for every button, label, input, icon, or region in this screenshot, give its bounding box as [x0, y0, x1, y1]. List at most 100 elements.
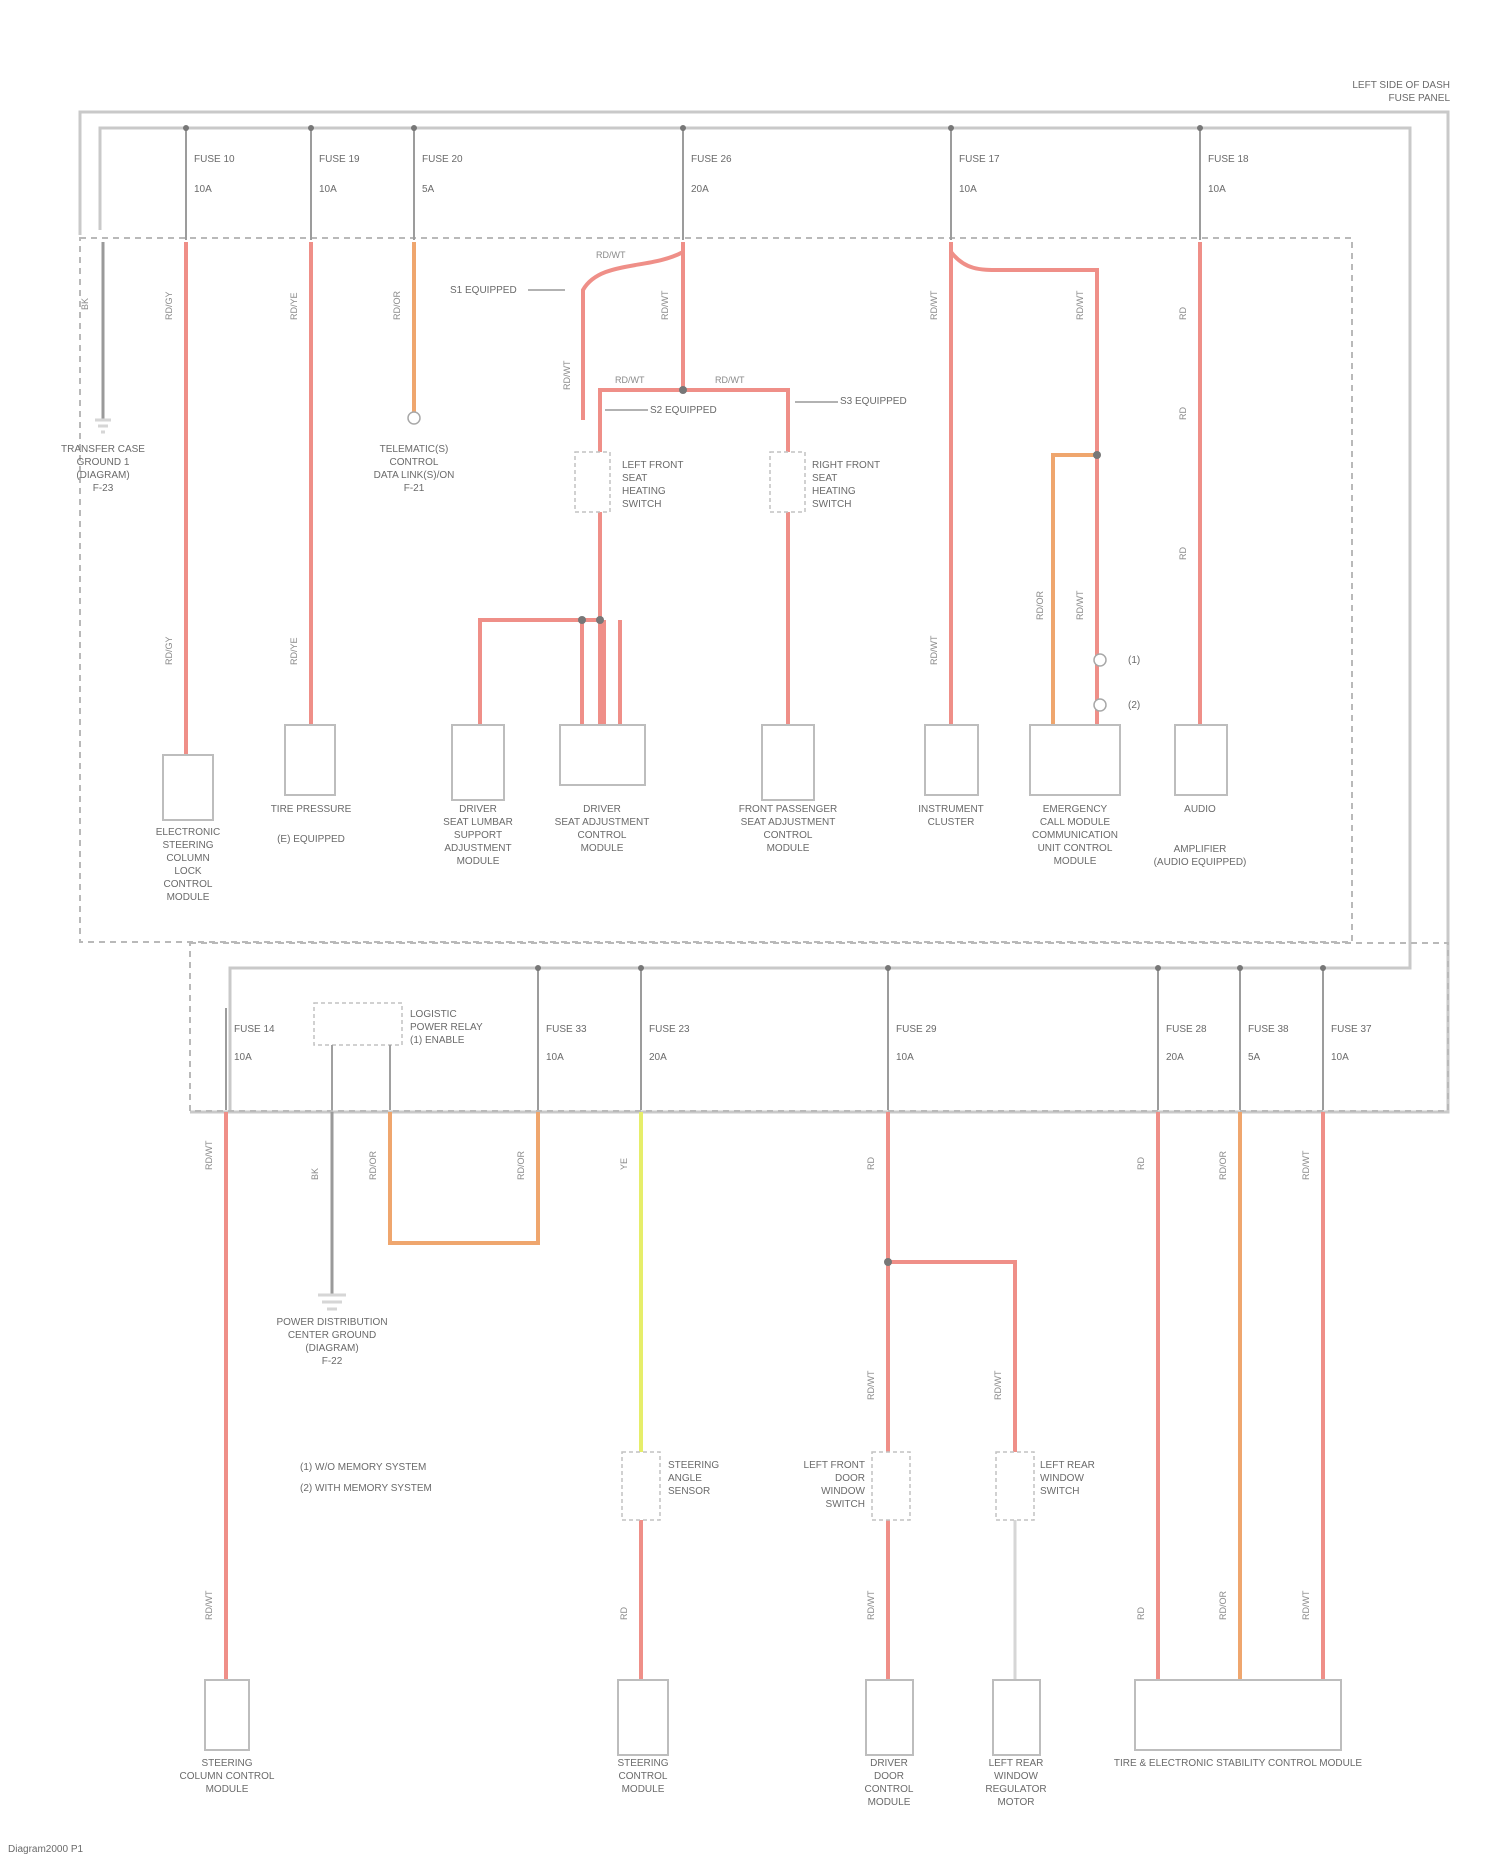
bottom-fuse-2: FUSE 33 10A	[535, 965, 587, 1110]
steering-column-control-module: STEERING COLUMN CONTROL MODULE	[179, 1680, 274, 1795]
wire-color: RD/OR	[1218, 1591, 1228, 1621]
splice-label-s3: S3 EQUIPPED	[840, 396, 907, 407]
component-label: MODULE	[1054, 856, 1097, 867]
wire-color: RD	[1178, 407, 1188, 420]
fuse-rating: 10A	[546, 1052, 564, 1063]
fuse-label: FUSE 26	[691, 154, 732, 165]
component-label: STEERING	[668, 1460, 719, 1471]
fuse-rating: 10A	[896, 1052, 914, 1063]
wire-rear-window	[888, 1262, 1015, 1452]
component-label: F-22	[322, 1356, 343, 1367]
wire-color: RD/WT	[596, 250, 626, 260]
component-label: CONTROL	[764, 830, 813, 841]
component-label: STEERING	[201, 1758, 252, 1769]
left-seat-switch-label: SEAT	[622, 473, 647, 484]
wire-color: RD/OR	[392, 291, 402, 321]
esclm-module: ELECTRONIC STEERING COLUMN LOCK CONTROL …	[156, 755, 220, 903]
component-label: LEFT REAR	[1040, 1460, 1095, 1471]
component-label: (DIAGRAM)	[305, 1343, 358, 1354]
fuse-label: FUSE 18	[1208, 154, 1249, 165]
wire-color: RD/WT	[929, 290, 939, 320]
wire-color: YE	[619, 1158, 629, 1170]
wire-color: BK	[310, 1168, 320, 1180]
component-label: ELECTRONIC	[156, 827, 220, 838]
component-label: MODULE	[868, 1797, 911, 1808]
wire-color: RD	[1178, 307, 1188, 320]
fuse-label: FUSE 17	[959, 154, 1000, 165]
component-label: DRIVER	[459, 804, 497, 815]
legend-item: (1) W/O MEMORY SYSTEM	[300, 1462, 426, 1473]
steering-angle-sensor: STEERING ANGLE SENSOR	[622, 1452, 719, 1520]
wire-emergency	[951, 252, 1097, 725]
top-fuse-3: FUSE 20 5A	[411, 125, 463, 240]
wire-color: RD/WT	[204, 1140, 214, 1170]
component-label: CONTROL	[164, 879, 213, 890]
right-seat-switch-label: RIGHT FRONT	[812, 460, 880, 471]
wire-color: RD/WT	[866, 1590, 876, 1620]
wire-color: RD/WT	[1075, 590, 1085, 620]
steering-control-module: STEERING CONTROL MODULE	[617, 1680, 668, 1795]
wire-color: RD/WT	[615, 375, 645, 385]
component-label: MODULE	[167, 892, 210, 903]
component-label: DRIVER	[583, 804, 621, 815]
splice-label-s1: S1 EQUIPPED	[450, 285, 517, 296]
driver-door-control-module: DRIVER DOOR CONTROL MODULE	[865, 1680, 914, 1808]
fuse-panel-location-2: FUSE PANEL	[1389, 93, 1451, 104]
ground-symbol	[95, 420, 111, 432]
wire-color: RD/YE	[289, 637, 299, 665]
fuse-rating: 10A	[194, 184, 212, 195]
fuse-label: FUSE 33	[546, 1024, 587, 1035]
fuse-rating: 20A	[1166, 1052, 1184, 1063]
fuse-rating: 5A	[422, 184, 435, 195]
component-label: CALL MODULE	[1040, 817, 1111, 828]
component-label: CONTROL	[390, 457, 439, 468]
fuse-label: FUSE 20	[422, 154, 463, 165]
component-label: GROUND 1	[77, 457, 130, 468]
component-label: COLUMN	[166, 853, 209, 864]
component-label: ADJUSTMENT	[444, 843, 511, 854]
component-label: CONTROL	[578, 830, 627, 841]
component-label: TIRE PRESSURE	[271, 804, 352, 815]
driver-lumbar-module: DRIVER SEAT LUMBAR SUPPORT ADJUSTMENT MO…	[443, 725, 513, 867]
fuse-label: FUSE 19	[319, 154, 360, 165]
wire-color: RD	[1136, 1157, 1146, 1170]
top-fuse-6: FUSE 18 10A	[1197, 125, 1249, 240]
wire-color: BK	[80, 298, 90, 310]
right-seat-switch	[770, 452, 805, 512]
component-label: SEAT ADJUSTMENT	[555, 817, 650, 828]
wire-color: RD	[1136, 1607, 1146, 1620]
bottom-fuse-5: FUSE 28 20A	[1155, 965, 1207, 1110]
right-seat-switch-label: SEAT	[812, 473, 837, 484]
wire-pass-seat	[683, 390, 788, 725]
component-label: TELEMATIC(S)	[380, 444, 449, 455]
tire-electronic-stability-module: TIRE & ELECTRONIC STABILITY CONTROL MODU…	[1114, 1680, 1363, 1769]
component-label: SENSOR	[668, 1486, 710, 1497]
component-label: CONTROL	[865, 1784, 914, 1795]
component-label: DOOR	[874, 1771, 904, 1782]
ground-symbol-2	[318, 1295, 346, 1309]
top-fuse-1: FUSE 10 10A	[183, 125, 235, 240]
wire-color: RD	[1178, 547, 1188, 560]
fuse-rating: 10A	[319, 184, 337, 195]
legend: (1) W/O MEMORY SYSTEM (2) WITH MEMORY SY…	[300, 1462, 432, 1494]
fuse-panel-location: LEFT SIDE OF DASH	[1352, 80, 1450, 91]
wire-color: RD/WT	[1301, 1590, 1311, 1620]
wire-color: RD/OR	[516, 1151, 526, 1181]
component-label: TIRE & ELECTRONIC STABILITY CONTROL MODU…	[1114, 1758, 1363, 1769]
component-label: F-23	[93, 483, 114, 494]
wire-color: RD/OR	[1218, 1151, 1228, 1181]
wire-color: RD/WT	[1301, 1150, 1311, 1180]
driver-seat-adjust-module: DRIVER SEAT ADJUSTMENT CONTROL MODULE	[555, 725, 650, 854]
pin-mark: (1)	[1128, 655, 1140, 666]
component-label: DRIVER	[870, 1758, 908, 1769]
component-label: WINDOW	[821, 1486, 865, 1497]
top-fuse-2: FUSE 19 10A	[308, 125, 360, 240]
component-label: STEERING	[617, 1758, 668, 1769]
legend-item: (2) WITH MEMORY SYSTEM	[300, 1483, 432, 1494]
relay-label: LOGISTIC	[410, 1009, 457, 1020]
wire-color: RD/WT	[993, 1370, 1003, 1400]
right-seat-switch-label: HEATING	[812, 486, 856, 497]
wire-color: RD/WT	[715, 375, 745, 385]
fuse-label: FUSE 23	[649, 1024, 690, 1035]
telematic-ground-component: TELEMATIC(S) CONTROL DATA LINK(S)/ON F-2…	[374, 412, 455, 494]
